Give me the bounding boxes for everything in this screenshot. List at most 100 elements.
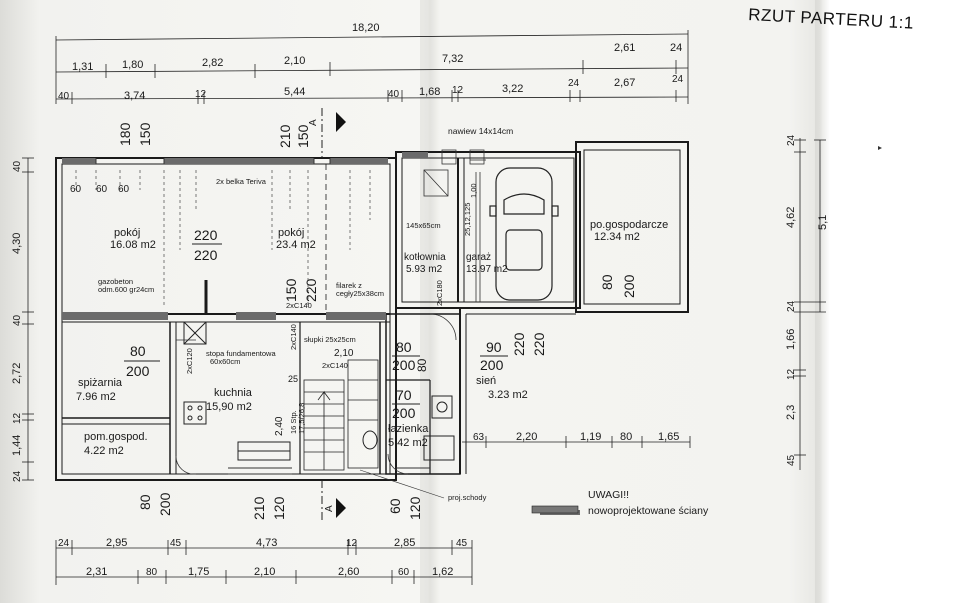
left-dimension-labels: 40 4,30 40 2,72 12 1,44 24 xyxy=(11,160,23,482)
opening-dim: 220 xyxy=(531,332,547,356)
note: 17,5/26,8 xyxy=(297,403,306,434)
opening-dim: 60 xyxy=(387,498,403,514)
stove-icon xyxy=(183,401,207,425)
opening-dim: 80 xyxy=(396,339,412,355)
opening-dim: 180 xyxy=(117,122,133,146)
door-swings xyxy=(175,313,457,475)
dim-label: 12 xyxy=(12,412,23,424)
opening-dimensions: 180 150 210 150 220 220 150 220 80 200 8… xyxy=(117,122,637,520)
opening-dim: 200 xyxy=(621,274,637,298)
dim-label: 2,82 xyxy=(202,57,223,69)
right-dimension-labels: 24 4,62 5,1 24 1,66 12 2,3 45 xyxy=(785,134,829,466)
dim-label: 2,85 xyxy=(394,537,415,549)
opening-dim: 70 xyxy=(396,387,412,403)
note: 16 Stp. xyxy=(289,410,298,434)
room-area: 23.4 m2 xyxy=(276,239,316,251)
section-label: A xyxy=(324,505,335,512)
dim-label: 2,95 xyxy=(106,537,127,549)
dim-label: 2,72 xyxy=(11,363,23,384)
note: 1,00 xyxy=(469,183,478,198)
note: 145x65cm xyxy=(406,221,441,230)
section-arrow-icon xyxy=(336,112,346,132)
note: 2,40 xyxy=(274,416,285,436)
right-dimension-line xyxy=(794,138,826,470)
beam-spacing-labels: 60 60 60 xyxy=(70,184,130,195)
room-name: po.gospodarcze xyxy=(590,219,668,231)
washbasin-icon xyxy=(431,395,453,419)
dim-label: 24 xyxy=(568,78,580,89)
note: cegły25x38cm xyxy=(336,289,384,298)
dim-label: 1,62 xyxy=(432,566,453,578)
dim-label: 2,61 xyxy=(614,42,635,54)
note: 2xC140 xyxy=(322,361,348,370)
dim-label: 2,60 xyxy=(338,566,359,578)
room-name: pokój xyxy=(114,227,140,239)
bottom-dimension-lines xyxy=(55,436,691,585)
dim-label: 24 xyxy=(786,134,797,146)
opening-dim: 210 xyxy=(277,124,293,148)
room-area: 12.34 m2 xyxy=(594,231,640,243)
note: 2,10 xyxy=(334,348,354,359)
opening-dim: 80 xyxy=(415,358,429,372)
car-icon xyxy=(489,167,559,301)
room-name: pom.gospod. xyxy=(84,431,148,443)
room-area: 4.22 m2 xyxy=(84,445,124,457)
bottom-dimension-labels: 24 2,95 45 4,73 12 2,85 45 2,31 80 1,75 … xyxy=(58,431,679,578)
opening-dim: 200 xyxy=(126,363,150,379)
leader-line xyxy=(359,469,445,499)
section-arrow-icon xyxy=(336,498,346,518)
note: 2xC180 xyxy=(435,280,444,306)
dim-label: 60 xyxy=(398,567,410,578)
dim-label: 12 xyxy=(452,85,464,96)
new-wall-hatches xyxy=(62,152,580,515)
north-mark-icon xyxy=(878,146,882,150)
opening-dim: 220 xyxy=(511,332,527,356)
legend-title: UWAGI!! xyxy=(588,489,629,501)
room-name: spiżarnia xyxy=(78,377,123,389)
room-name: kuchnia xyxy=(214,387,253,399)
dim-label: 2,3 xyxy=(785,405,797,420)
note: słupki 25x25cm xyxy=(304,335,356,344)
top-dimension-lines xyxy=(55,30,689,104)
note: 2xC140 xyxy=(289,324,298,350)
dim-label: 2,10 xyxy=(284,55,305,67)
note: filarek z xyxy=(336,281,362,290)
dim-label: 7,32 xyxy=(442,53,463,65)
dim-label: 1,68 xyxy=(419,86,440,98)
note: 25 xyxy=(288,374,298,384)
dim-label: 4,62 xyxy=(785,207,797,228)
dim-label: 45 xyxy=(170,538,182,549)
opening-dim: 220 xyxy=(303,278,319,302)
bathroom-fixtures xyxy=(362,395,455,461)
note: 2xC140 xyxy=(286,301,312,310)
spacing-label: 60 xyxy=(118,184,130,195)
room-name: kotłownia xyxy=(404,252,446,263)
room-area: 15,90 m2 xyxy=(206,401,252,413)
dim-label: 40 xyxy=(12,160,23,172)
opening-dim: 80 xyxy=(130,343,146,359)
dim-label: 80 xyxy=(146,567,158,578)
spacing-label: 60 xyxy=(96,184,108,195)
dim-label: 2,31 xyxy=(86,566,107,578)
opening-dim: 210 xyxy=(251,496,267,520)
opening-dim: 200 xyxy=(392,357,416,373)
dim-label: 5,1 xyxy=(817,215,829,230)
opening-dim: 220 xyxy=(194,247,218,263)
room-area: 16.08 m2 xyxy=(110,239,156,251)
note: odm.600 gr24cm xyxy=(98,285,154,294)
room-name: łazienka xyxy=(388,423,429,435)
dim-label: 1,19 xyxy=(580,431,601,443)
legend-text: nowoprojektowane ściany xyxy=(588,505,709,517)
note: proj.schody xyxy=(448,493,487,502)
dim-overall: 18,20 xyxy=(352,22,380,34)
note: nawiew 14x14cm xyxy=(448,126,513,136)
room-name: pokój xyxy=(278,227,304,239)
note: 2xC120 xyxy=(185,348,194,374)
dim-label: 12 xyxy=(195,89,207,100)
room-area: 7.96 m2 xyxy=(76,391,116,403)
left-dimension-line xyxy=(22,157,34,481)
dim-label: 1,65 xyxy=(658,431,679,443)
room-area: 5.42 m2 xyxy=(388,437,428,449)
dim-label: 24 xyxy=(12,470,23,482)
